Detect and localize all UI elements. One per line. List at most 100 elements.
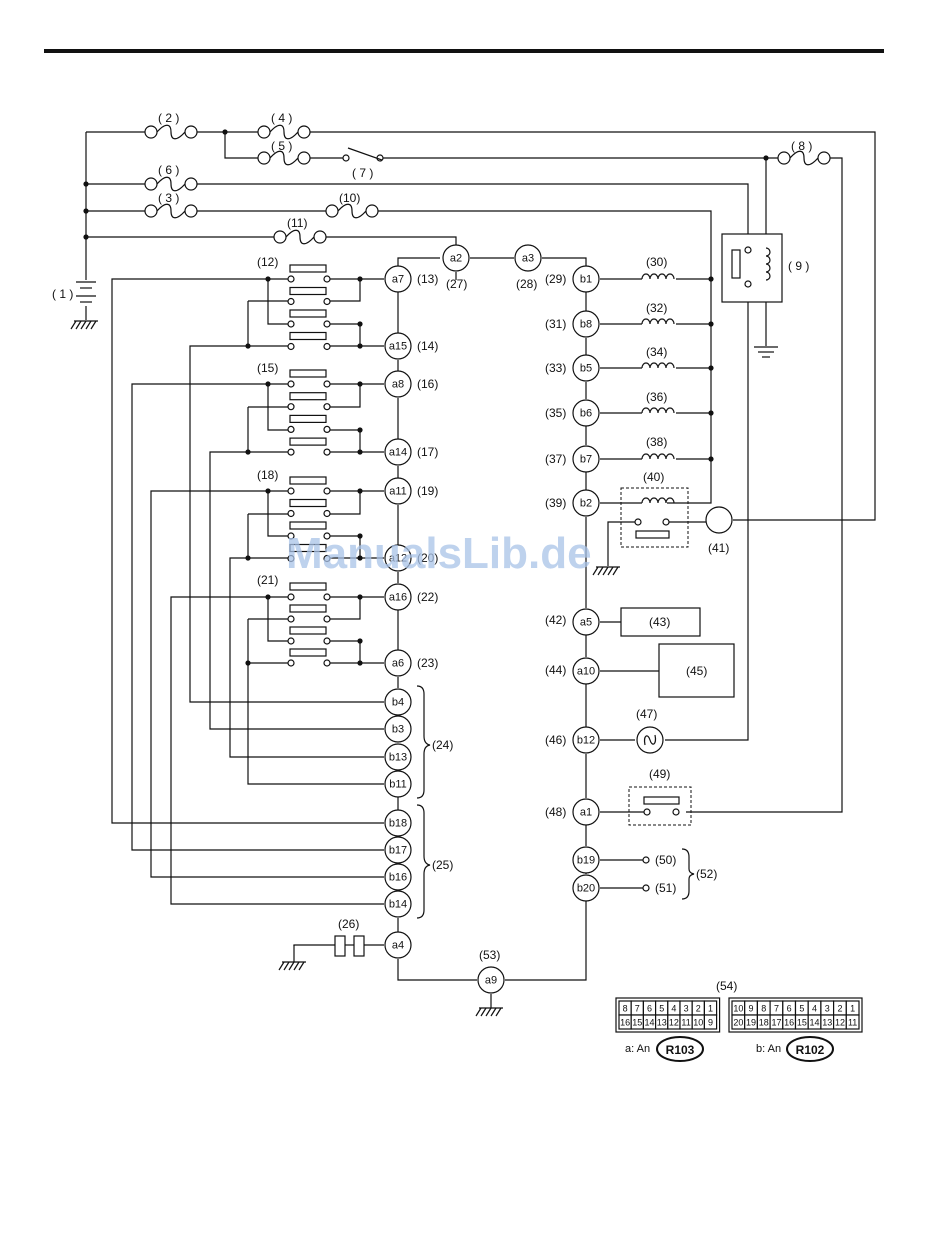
junction-dot: [357, 533, 363, 539]
junction-dot: [357, 638, 363, 644]
pin-node-b5: b5: [572, 354, 600, 382]
watermark: ManualsLib.de: [286, 529, 592, 578]
coil-40-icon: [641, 497, 675, 504]
pin-number: 1: [850, 1004, 855, 1014]
coil-36-icon: [641, 407, 675, 414]
terminal-51: [642, 884, 650, 892]
ground-26-icon: [278, 961, 306, 971]
switch-12-block: [287, 264, 331, 351]
junction-dot: [222, 129, 228, 135]
junction-dot: [708, 321, 714, 327]
junction-dot: [245, 343, 251, 349]
pin-label: a6: [392, 658, 404, 670]
brace-25-icon: [416, 804, 431, 919]
pin-label: b3: [392, 724, 404, 736]
pin-label: a7: [392, 274, 404, 286]
pin-number: 12: [835, 1018, 845, 1028]
coil-30-icon: [641, 273, 675, 280]
pin-number: 7: [774, 1004, 779, 1014]
junction-dot: [708, 365, 714, 371]
pin-node-a3: a3: [514, 244, 542, 272]
pin-number: 12: [669, 1018, 679, 1028]
junction-dot: [708, 456, 714, 462]
callout-44: (44): [545, 663, 566, 677]
junction-dot: [265, 488, 271, 494]
callout-47: (47): [636, 707, 657, 721]
junction-dot: [265, 594, 271, 600]
pin-node-b1: b1: [572, 265, 600, 293]
pin-node-b4: b4: [384, 688, 412, 716]
pin-label: b16: [389, 872, 407, 884]
indicator-41-icon: [705, 506, 733, 534]
callout-36: (36): [646, 390, 667, 404]
junction-dot: [245, 660, 251, 666]
junction-dot: [357, 488, 363, 494]
callout-49: (49): [649, 767, 670, 781]
switch-49-icon: [628, 786, 692, 826]
pin-number: 16: [784, 1018, 794, 1028]
pin-number: 11: [848, 1018, 857, 1028]
callout-26: (26): [338, 917, 359, 931]
callout-29: (29): [545, 272, 566, 286]
connector-a-code: a: An R103: [625, 1036, 704, 1062]
callout-24: (24): [432, 738, 453, 752]
fuse-5-icon: [257, 150, 311, 166]
pin-node-a5: a5: [572, 608, 600, 636]
callout-18: (18): [257, 468, 278, 482]
pin-label: a11: [389, 486, 407, 498]
callout-35: (35): [545, 406, 566, 420]
callout-5: ( 5 ): [271, 139, 292, 153]
pin-node-b6: b6: [572, 399, 600, 427]
callout-42: (42): [545, 613, 566, 627]
pin-label: b5: [580, 363, 592, 375]
pin-label: b13: [389, 752, 407, 764]
callout-50: (50): [655, 853, 676, 867]
pin-node-a15: a15: [384, 332, 412, 360]
fuse-8-icon: [777, 150, 831, 166]
pin-number: 17: [771, 1018, 781, 1028]
callout-28: (28): [516, 277, 537, 291]
junction-dot: [357, 343, 363, 349]
pin-number: 2: [696, 1004, 701, 1014]
relay-9-icon: [721, 233, 783, 303]
svg-text:R103: R103: [666, 1043, 695, 1057]
pin-number: 20: [733, 1018, 743, 1028]
junction-dot: [357, 594, 363, 600]
pin-label: b14: [389, 899, 407, 911]
pin-node-b18: b18: [384, 809, 412, 837]
callout-48: (48): [545, 805, 566, 819]
callout-25: (25): [432, 858, 453, 872]
pin-number: 15: [797, 1018, 807, 1028]
pin-label: b20: [577, 883, 595, 895]
pin-node-a4: a4: [384, 931, 412, 959]
connector-b-code: b: An R102: [756, 1036, 834, 1062]
pin-node-a9: a9: [477, 966, 505, 994]
pin-node-b12: b12: [572, 726, 600, 754]
pin-label: a5: [580, 617, 592, 629]
pin-label: a9: [485, 975, 497, 987]
callout-46: (46): [545, 733, 566, 747]
pin-label: a8: [392, 379, 404, 391]
battery-icon: [76, 281, 96, 303]
pin-number: 9: [749, 1004, 754, 1014]
junction-dot: [763, 155, 769, 161]
callout-12: (12): [257, 255, 278, 269]
pin-label: b7: [580, 454, 592, 466]
callout-53: (53): [479, 948, 500, 962]
callout-54: (54): [716, 979, 737, 993]
fuse-2-icon: [144, 124, 198, 140]
junction-dot: [245, 555, 251, 561]
pin-number: 13: [822, 1018, 832, 1028]
pin-label: a4: [392, 940, 404, 952]
pin-node-a7: a7: [384, 265, 412, 293]
pin-node-b19: b19: [572, 846, 600, 874]
pin-number: 9: [708, 1018, 713, 1028]
pin-number: 14: [644, 1018, 654, 1028]
pin-number: 4: [671, 1004, 676, 1014]
callout-10: (10): [339, 191, 360, 205]
callout-52: (52): [696, 867, 717, 881]
callout-27: (27): [446, 277, 467, 291]
pin-number: 15: [632, 1018, 642, 1028]
junction-dot: [357, 381, 363, 387]
